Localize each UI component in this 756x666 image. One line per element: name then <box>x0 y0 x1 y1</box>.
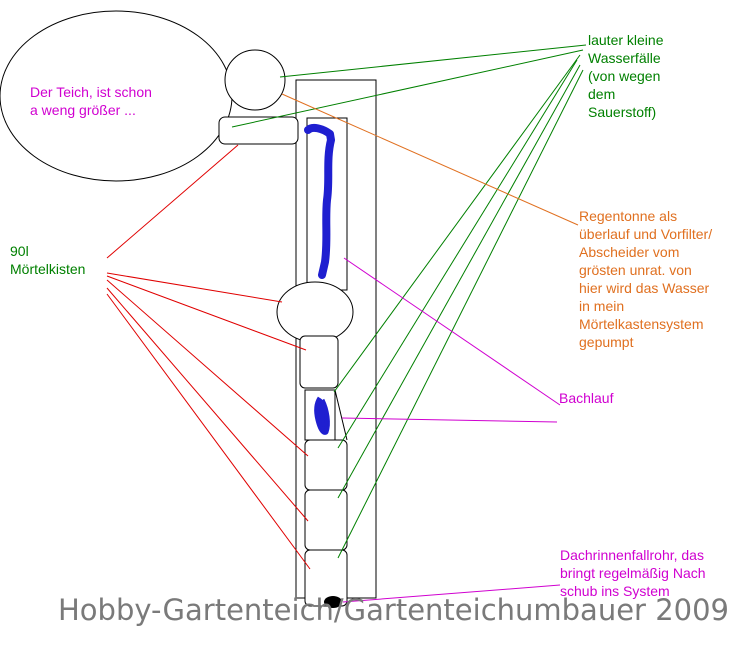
waterfall-pointers <box>231 44 587 559</box>
mortar-box-4 <box>304 549 348 607</box>
water-lower-stream <box>314 396 330 435</box>
top-spillway-box <box>218 116 299 145</box>
top-circle <box>224 49 286 111</box>
watermark: Hobby-Gartenteich/Gartenteichumbauer 200… <box>58 593 729 627</box>
stream-label: Bachlauf <box>559 390 614 406</box>
mortar-box-2 <box>304 439 348 491</box>
magenta-pointers <box>341 257 561 603</box>
waterfalls-label: lauter kleine Wasserfälle (von wegen dem… <box>588 32 664 120</box>
drainpipe-label: Dachrinnenfallrohr, das bringt regelmäßi… <box>560 547 706 599</box>
mortar-box-3 <box>304 489 348 551</box>
mortar-box-1 <box>299 335 339 389</box>
water-upper-stream <box>304 123 335 279</box>
pond-label: Der Teich, ist schon a weng größer ... <box>30 84 152 118</box>
drainpipe-inlet <box>324 596 342 608</box>
rain-barrel-label: Regentonne als überlauf und Vorfilter/ A… <box>579 208 713 350</box>
mortar-boxes-label: 90l Mörtelkisten <box>10 243 86 277</box>
mortar-box-pointers <box>106 144 311 570</box>
rain-barrel <box>276 281 354 343</box>
rain-barrel-pointer <box>281 93 579 226</box>
